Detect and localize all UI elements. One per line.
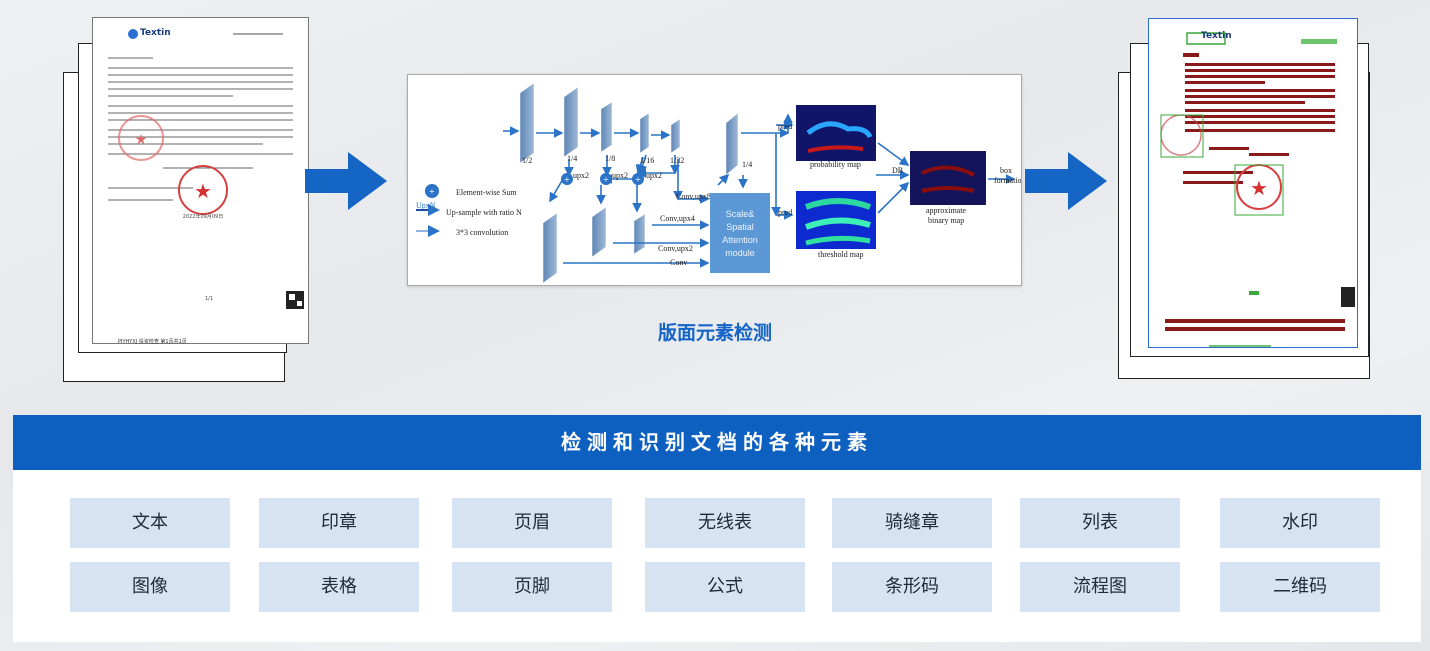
- scale-label: 1/8: [605, 154, 615, 163]
- conv-label: Conv,upx4: [660, 214, 695, 223]
- pred-label: pred: [778, 122, 792, 131]
- element-chip-qrcode: 二维码: [1220, 562, 1380, 612]
- document-page-drawing: ★ ★ 2022年09月09日 1/1: [108, 29, 304, 309]
- module-label: Scale&: [726, 209, 755, 219]
- svg-text:+: +: [429, 187, 435, 198]
- module-label: module: [725, 248, 755, 258]
- layout-detection-caption: 版面元素检测: [657, 322, 772, 344]
- element-chip-flowchart: 流程图: [1020, 562, 1180, 612]
- scale-label: 1/4: [567, 154, 577, 163]
- map-label: probability map: [810, 160, 861, 169]
- brand-logo: Textin: [1201, 31, 1232, 41]
- arrow-right-icon: [1025, 152, 1107, 210]
- element-types-panel: 文本 印章 页眉 无线表 骑缝章 列表 水印 图像 表格 页脚 公式 条形码 流…: [13, 470, 1421, 642]
- box-label: box: [1000, 166, 1012, 175]
- scale-label: 1/16: [640, 156, 654, 165]
- legend-upsample: Up-sample with ratio N: [446, 208, 522, 217]
- svg-text:+: +: [603, 175, 609, 186]
- svg-text:★: ★: [135, 132, 148, 148]
- map-label: threshold map: [818, 250, 864, 259]
- document-page-detected: ★ Textin: [1148, 18, 1358, 348]
- box-label: formation: [994, 176, 1021, 185]
- elements-banner: 检测和识别文档的各种元素: [13, 415, 1421, 470]
- module-label: Attention: [722, 235, 758, 245]
- document-page-front: ★ ★ 2022年09月09日 1/1 Textin: [92, 17, 309, 344]
- detected-page-drawing: ★: [1160, 32, 1355, 347]
- scale-label: 1/2: [522, 156, 532, 165]
- pred-label: pred: [778, 208, 792, 217]
- svg-text:★: ★: [194, 179, 212, 203]
- element-chip-text: 文本: [70, 498, 230, 548]
- element-chip-formula: 公式: [645, 562, 805, 612]
- network-drawing: + + + + 1/2 1/4 1/8 1/16 1/32 1/4 upx2 upx2…: [416, 82, 1026, 284]
- element-chip-seal: 印章: [259, 498, 419, 548]
- up-label: upx2: [573, 171, 589, 180]
- svg-text:+: +: [564, 175, 570, 186]
- conv-label: Conv,upx8: [676, 192, 711, 201]
- db-label: DB: [892, 166, 903, 175]
- conv-label: Conv,upx2: [658, 244, 693, 253]
- svg-text:+: +: [635, 175, 641, 186]
- legend-up-tag: UpxN: [416, 201, 436, 210]
- brand-logo: Textin: [140, 28, 171, 38]
- element-chip-image: 图像: [70, 562, 230, 612]
- arrow-right-icon: [305, 152, 387, 210]
- network-diagram: + + + + 1/2 1/4 1/8 1/16 1/32 1/4 upx2 upx2…: [407, 74, 1026, 286]
- element-chip-watermark: 水印: [1220, 498, 1380, 548]
- legend-sum: Element-wise Sum: [456, 188, 517, 197]
- element-chip-header: 页眉: [452, 498, 612, 548]
- up-label: upx2: [646, 171, 662, 180]
- element-chip-table: 表格: [259, 562, 419, 612]
- element-chip-footer: 页脚: [452, 562, 612, 612]
- map-label: binary map: [928, 216, 964, 225]
- scale-label: 1/4: [742, 160, 752, 169]
- element-chip-barcode: 条形码: [832, 562, 992, 612]
- conv-label: Conv: [670, 258, 687, 267]
- up-label: upx2: [612, 171, 628, 180]
- svg-text:1/1: 1/1: [205, 296, 213, 302]
- stamp-date: 2022年09月09日: [183, 213, 223, 220]
- map-label: approximate: [926, 206, 966, 215]
- legend-conv: 3*3 convolution: [456, 228, 508, 237]
- element-chip-borderless-table: 无线表: [645, 498, 805, 548]
- svg-text:★: ★: [1250, 176, 1268, 200]
- module-label: Spatial: [726, 222, 754, 232]
- document-footer: PIYHYXJ 投资检查 第1页共1页: [118, 339, 187, 345]
- element-chip-list: 列表: [1020, 498, 1180, 548]
- scale-label: 1/32: [670, 156, 684, 165]
- element-chip-cross-page-seal: 骑缝章: [832, 498, 992, 548]
